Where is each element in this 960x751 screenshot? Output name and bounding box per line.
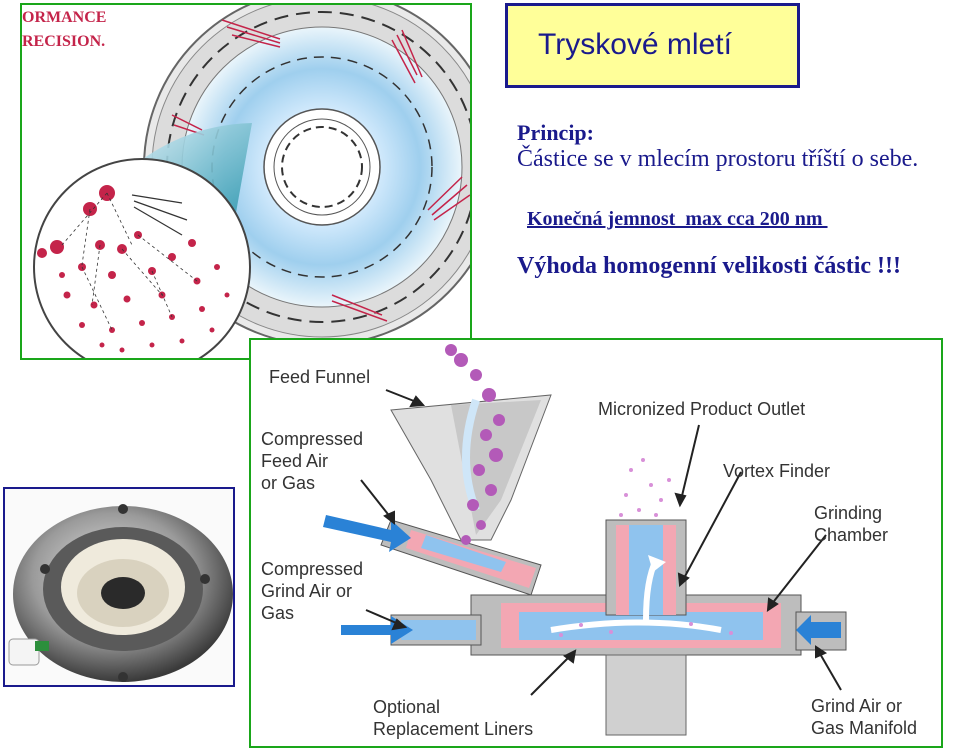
label-compressed-feed-air: Compressed Feed Air or Gas <box>261 429 364 493</box>
spiral-jet-illustration <box>33 5 470 358</box>
label-vortex-finder: Vortex Finder <box>723 461 831 481</box>
label-micronized-outlet: Micronized Product Outlet <box>598 399 806 419</box>
caption-line-1: ORMANCE <box>22 9 107 26</box>
jet-mill-schematic: Feed Funnel Compressed Feed Air or Gas C… <box>249 338 943 748</box>
label-grind-air-manifold: Grind Air or Gas Manifold <box>811 696 918 738</box>
page-title: Tryskové mletí <box>538 28 732 61</box>
fineness-text: Konečná jemnost max cca 200 nm <box>527 208 828 230</box>
label-feed-funnel: Feed Funnel <box>269 367 371 387</box>
label-compressed-grind-air: Compressed Grind Air or Gas <box>261 559 364 623</box>
title-box: Tryskové mletí <box>505 3 800 88</box>
principle-text: Částice se v mlecím prostoru tříští o se… <box>517 146 919 172</box>
principle-heading: Princip: <box>517 120 594 145</box>
mill-schematic-illustration <box>323 344 847 736</box>
label-replacement-liners: Optional Replacement Liners <box>373 697 534 739</box>
label-grinding-chamber: Grinding Chamber <box>814 503 889 545</box>
advantage-text: Výhoda homogenní velikosti částic !!! <box>517 253 901 279</box>
mill-photo-illustration <box>5 489 233 685</box>
jet-mill-photo <box>3 487 235 687</box>
caption-line-2: RECISION. <box>22 33 106 50</box>
spiral-jet-diagram: ORMANCE RECISION. <box>20 3 472 360</box>
